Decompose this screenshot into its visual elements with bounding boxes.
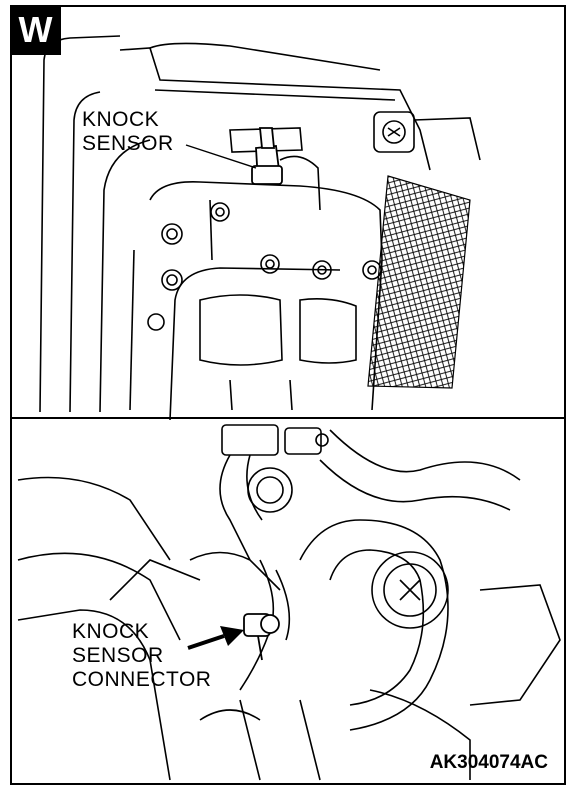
- view-badge: W: [10, 5, 61, 55]
- figure-id: AK304074AC: [429, 752, 548, 773]
- knock-sensor-callout: KNOCK SENSOR: [82, 108, 174, 156]
- sensor-leader-line: [185, 144, 257, 169]
- callout-line: SENSOR: [82, 132, 174, 155]
- mesh-screen: [367, 175, 471, 389]
- connector-arrow-icon: [187, 626, 244, 650]
- callout-line: KNOCK: [82, 108, 160, 131]
- knock-sensor-connector: [243, 613, 280, 661]
- upper-engine-view: [39, 35, 481, 421]
- callout-line: CONNECTOR: [72, 668, 212, 691]
- knock-sensor-connector-callout: KNOCK SENSOR CONNECTOR: [72, 620, 211, 692]
- lower-engine-view: [17, 424, 561, 781]
- callout-line: KNOCK: [72, 620, 150, 643]
- knock-sensor: [251, 127, 283, 185]
- callout-line: SENSOR: [72, 644, 164, 667]
